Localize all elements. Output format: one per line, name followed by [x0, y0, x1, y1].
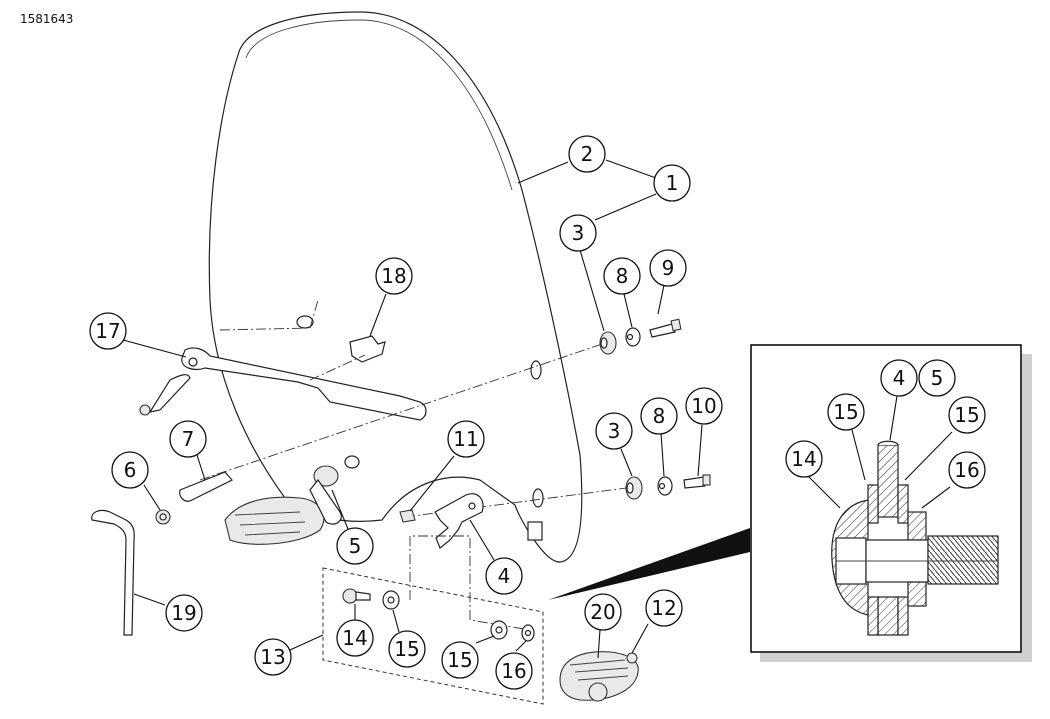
svg-text:13: 13	[260, 645, 285, 669]
detail-callout-15-a: 15	[827, 393, 865, 431]
callout-12: 12	[645, 589, 683, 627]
bolt-6	[155, 509, 171, 525]
document-id: 1581643	[20, 12, 74, 26]
svg-text:4: 4	[498, 564, 511, 588]
svg-text:16: 16	[501, 659, 526, 683]
callout-6: 6	[111, 451, 149, 489]
callout-14: 14	[336, 619, 374, 657]
svg-text:1: 1	[666, 171, 679, 195]
svg-text:5: 5	[931, 366, 944, 390]
detail-pointer	[548, 528, 750, 600]
grommet-3-lower	[625, 476, 643, 500]
callout-7: 7	[169, 420, 207, 458]
svg-text:3: 3	[608, 419, 621, 443]
svg-text:9: 9	[662, 256, 675, 280]
svg-text:14: 14	[342, 626, 367, 650]
detail-callout-14: 14	[785, 440, 823, 478]
callout-9: 9	[649, 249, 687, 287]
clamp-5	[224, 465, 342, 545]
detail-callout-4: 4	[880, 359, 918, 397]
callout-18: 18	[375, 257, 413, 295]
svg-text:4: 4	[893, 366, 906, 390]
detail-callout-15-b: 15	[948, 396, 986, 434]
svg-text:8: 8	[653, 404, 666, 428]
svg-text:12: 12	[651, 596, 676, 620]
bracket-18	[349, 335, 386, 363]
nut-11	[399, 509, 416, 523]
callout-3-lower: 3	[595, 412, 633, 450]
callout-17: 17	[89, 312, 127, 350]
sleeve-7	[179, 471, 233, 502]
clamp-assembly-12	[559, 651, 639, 702]
centerline	[409, 535, 531, 631]
svg-text:19: 19	[171, 601, 196, 625]
hex-key-19	[91, 509, 135, 636]
svg-text:8: 8	[616, 264, 629, 288]
callout-16: 16	[495, 652, 533, 690]
svg-text:18: 18	[381, 264, 406, 288]
svg-text:15: 15	[954, 403, 979, 427]
nut-16	[521, 624, 535, 642]
windshield-mount-hole	[532, 488, 544, 508]
windshield-mount-hole	[344, 455, 360, 469]
callout-5: 5	[336, 527, 374, 565]
washer-8-upper	[625, 327, 641, 347]
washer-8-lower	[657, 476, 673, 496]
svg-text:7: 7	[182, 427, 195, 451]
svg-text:10: 10	[691, 394, 716, 418]
callout-15-a: 15	[388, 630, 426, 668]
screw-10	[683, 474, 711, 489]
svg-text:15: 15	[394, 637, 419, 661]
svg-text:5: 5	[349, 534, 362, 558]
svg-text:15: 15	[447, 648, 472, 672]
svg-text:2: 2	[581, 142, 594, 166]
detail-callout-16: 16	[948, 451, 986, 489]
button-head-screw-14	[342, 588, 371, 604]
svg-text:3: 3	[572, 221, 585, 245]
callout-13: 13	[254, 638, 292, 676]
callout-10: 10	[685, 387, 723, 425]
washer-15-b	[490, 620, 508, 640]
svg-text:15: 15	[833, 400, 858, 424]
leader-lines	[122, 159, 953, 659]
windshield-slot	[527, 521, 543, 541]
screw-9	[649, 318, 682, 338]
callout-20: 20	[584, 593, 622, 631]
callout-4: 4	[485, 557, 523, 595]
detail-view	[750, 344, 1032, 662]
svg-text:17: 17	[95, 319, 120, 343]
callout-11: 11	[447, 420, 485, 458]
callout-8-upper: 8	[603, 257, 641, 295]
svg-text:6: 6	[124, 458, 137, 482]
detail-callout-5: 5	[918, 359, 956, 397]
callout-15-b: 15	[441, 641, 479, 679]
bracket-4	[434, 493, 484, 549]
svg-text:20: 20	[590, 600, 615, 624]
windshield-mount-hole	[530, 360, 542, 380]
centerline	[309, 354, 366, 381]
centerline	[219, 299, 319, 331]
svg-text:16: 16	[954, 458, 979, 482]
svg-text:14: 14	[791, 447, 816, 471]
callout-2: 2	[568, 135, 606, 173]
callout-3-upper: 3	[559, 214, 597, 252]
grommet-3-upper	[599, 331, 617, 355]
washer-15-a	[382, 590, 400, 610]
mount-bar	[139, 347, 427, 421]
callout-8-lower: 8	[640, 397, 678, 435]
callout-19: 19	[165, 594, 203, 632]
callout-1: 1	[653, 164, 691, 202]
svg-text:11: 11	[453, 427, 478, 451]
